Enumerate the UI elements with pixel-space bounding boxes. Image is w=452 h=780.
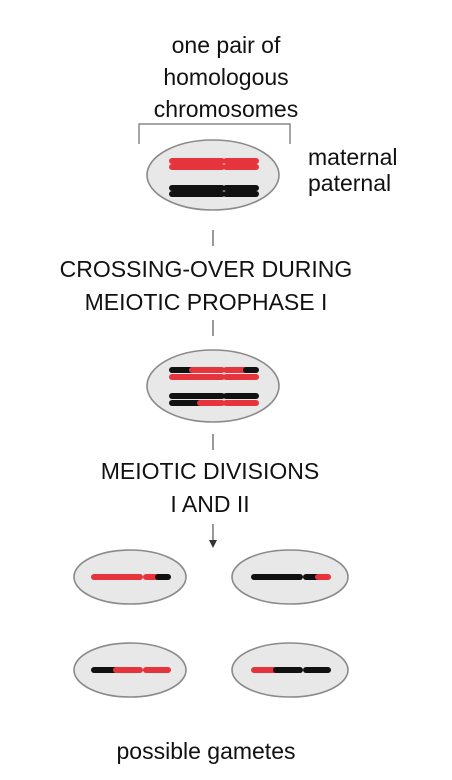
crossing-over-label-line-2: MEIOTIC PROPHASE I [84, 289, 328, 315]
bracket [138, 123, 291, 144]
possible-gametes-caption: possible gametes [116, 738, 296, 764]
crossed-chromosome-top [169, 367, 259, 380]
maternal-label: maternal [308, 144, 398, 170]
meiotic-divisions-label-line-2: I AND II [170, 491, 250, 517]
title-line-2: homologous [163, 64, 289, 90]
maternal-chromosome [169, 158, 259, 170]
meiotic-divisions-label-line-1: MEIOTIC DIVISIONS [100, 458, 320, 484]
title-line-1: one pair of [171, 32, 281, 58]
arrow-head [209, 540, 217, 548]
paternal-label: paternal [308, 170, 392, 196]
crossed-chromosome-bottom [169, 393, 259, 406]
cell-homologous-pair [146, 139, 280, 211]
crossing-over-label-line-1: CROSSING-OVER DURING [59, 256, 353, 282]
cell-crossing-over [146, 349, 280, 423]
paternal-chromosome [169, 185, 259, 197]
title-line-3: chromosomes [153, 96, 299, 122]
